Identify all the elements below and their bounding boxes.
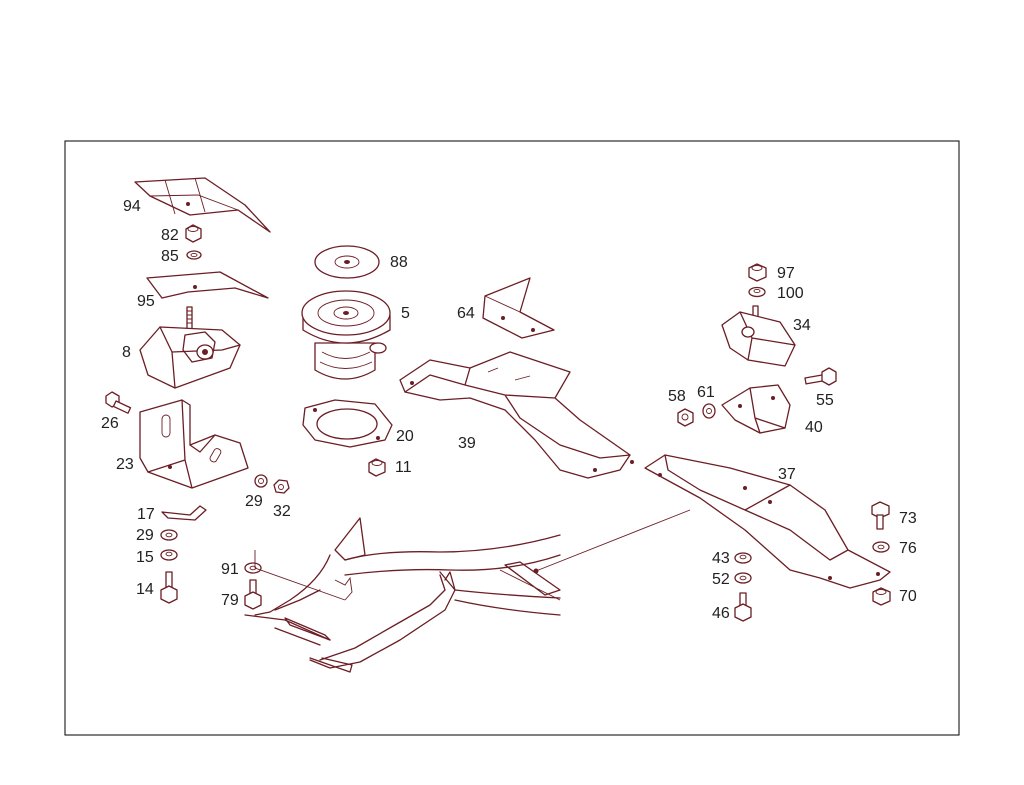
part-39-crossmember (399, 351, 634, 479)
label-79: 79 (221, 592, 239, 609)
part-29-washer-b (160, 529, 178, 541)
part-5-rubber-mount (301, 290, 391, 380)
part-70-nut (872, 587, 891, 606)
label-100: 100 (777, 285, 804, 302)
label-29b: 29 (136, 527, 154, 544)
label-20: 20 (396, 428, 414, 445)
part-94-plate (134, 177, 271, 233)
label-14: 14 (136, 581, 154, 598)
label-85: 85 (161, 248, 179, 265)
part-34-engine-mount (721, 305, 796, 367)
diagram-frame (64, 140, 960, 736)
label-52: 52 (712, 571, 730, 588)
part-76-washer (872, 541, 890, 553)
label-76: 76 (899, 540, 917, 557)
label-17: 17 (137, 506, 155, 523)
part-91-washer (244, 562, 262, 574)
label-46: 46 (712, 605, 730, 622)
label-32: 32 (273, 503, 291, 520)
part-15-lock-washer (160, 549, 178, 561)
part-64-bracket (482, 277, 555, 339)
label-43: 43 (712, 550, 730, 567)
part-100-washer (748, 286, 766, 298)
part-37-crossmember (644, 454, 891, 589)
label-55: 55 (816, 392, 834, 409)
label-15: 15 (136, 549, 154, 566)
part-82-nut (185, 224, 202, 243)
part-40-bracket (721, 384, 791, 434)
label-39: 39 (458, 435, 476, 452)
part-61-washer (702, 403, 716, 419)
label-61: 61 (697, 384, 715, 401)
part-73-bolt (871, 501, 890, 530)
part-46-bolt (734, 592, 752, 622)
part-26-bolt (105, 391, 132, 414)
label-5: 5 (401, 305, 410, 322)
label-64: 64 (457, 305, 475, 322)
label-40: 40 (805, 419, 823, 436)
part-32-nut (273, 479, 290, 494)
label-34: 34 (793, 317, 811, 334)
label-23: 23 (116, 456, 134, 473)
part-11-nut (368, 458, 386, 477)
label-82: 82 (161, 227, 179, 244)
part-85-washer (186, 250, 202, 260)
part-58-nut (677, 408, 694, 427)
part-8-engine-mount (139, 306, 241, 389)
label-73: 73 (899, 510, 917, 527)
label-97: 97 (777, 265, 795, 282)
label-29a: 29 (245, 493, 263, 510)
part-97-nut (748, 263, 767, 282)
label-95: 95 (137, 293, 155, 310)
label-94: 94 (123, 198, 141, 215)
label-91: 91 (221, 561, 239, 578)
label-37: 37 (778, 466, 796, 483)
part-23-bracket (139, 399, 249, 489)
part-29-washer-a (254, 474, 268, 488)
part-43-washer (734, 552, 752, 564)
label-26: 26 (101, 415, 119, 432)
part-17-clip (161, 505, 207, 521)
label-58: 58 (668, 388, 686, 405)
part-14-bolt (160, 571, 178, 604)
part-79-bolt (244, 579, 262, 610)
label-8: 8 (122, 344, 131, 361)
chassis-frame (244, 509, 691, 673)
part-20-gasket (302, 399, 393, 448)
part-95-plate (146, 271, 269, 299)
part-55-bolt (804, 367, 837, 386)
label-88: 88 (390, 254, 408, 271)
label-70: 70 (899, 588, 917, 605)
part-88-disc (314, 245, 380, 279)
label-11: 11 (395, 459, 412, 476)
part-52-washer (734, 572, 752, 584)
